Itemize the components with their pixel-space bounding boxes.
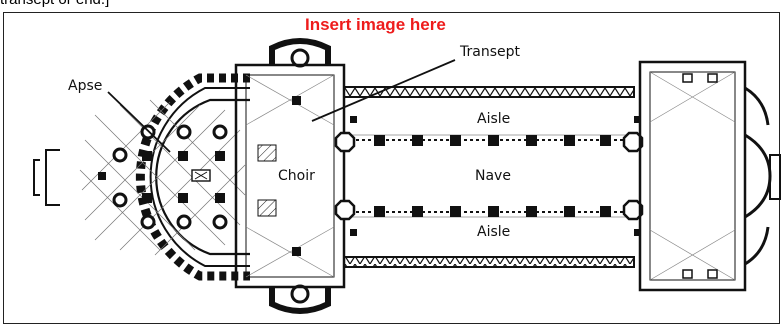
transept-leader-line — [311, 59, 456, 122]
nave-structure — [334, 86, 644, 268]
apse-structure — [33, 73, 250, 281]
apse-leader-line — [107, 91, 171, 153]
apse-label: Apse — [68, 78, 102, 94]
aisle-bottom-label: Aisle — [477, 224, 510, 240]
transept-label: Transept — [459, 44, 520, 60]
insert-image-label: Insert image here — [305, 15, 446, 34]
nave-label: Nave — [475, 168, 511, 184]
cropped-instruction-text: transept or end.] — [0, 0, 109, 8]
aisle-top-label: Aisle — [477, 111, 510, 127]
choir-label: Choir — [278, 168, 315, 184]
west-front-structure — [638, 60, 781, 292]
transept-structure — [234, 38, 346, 314]
